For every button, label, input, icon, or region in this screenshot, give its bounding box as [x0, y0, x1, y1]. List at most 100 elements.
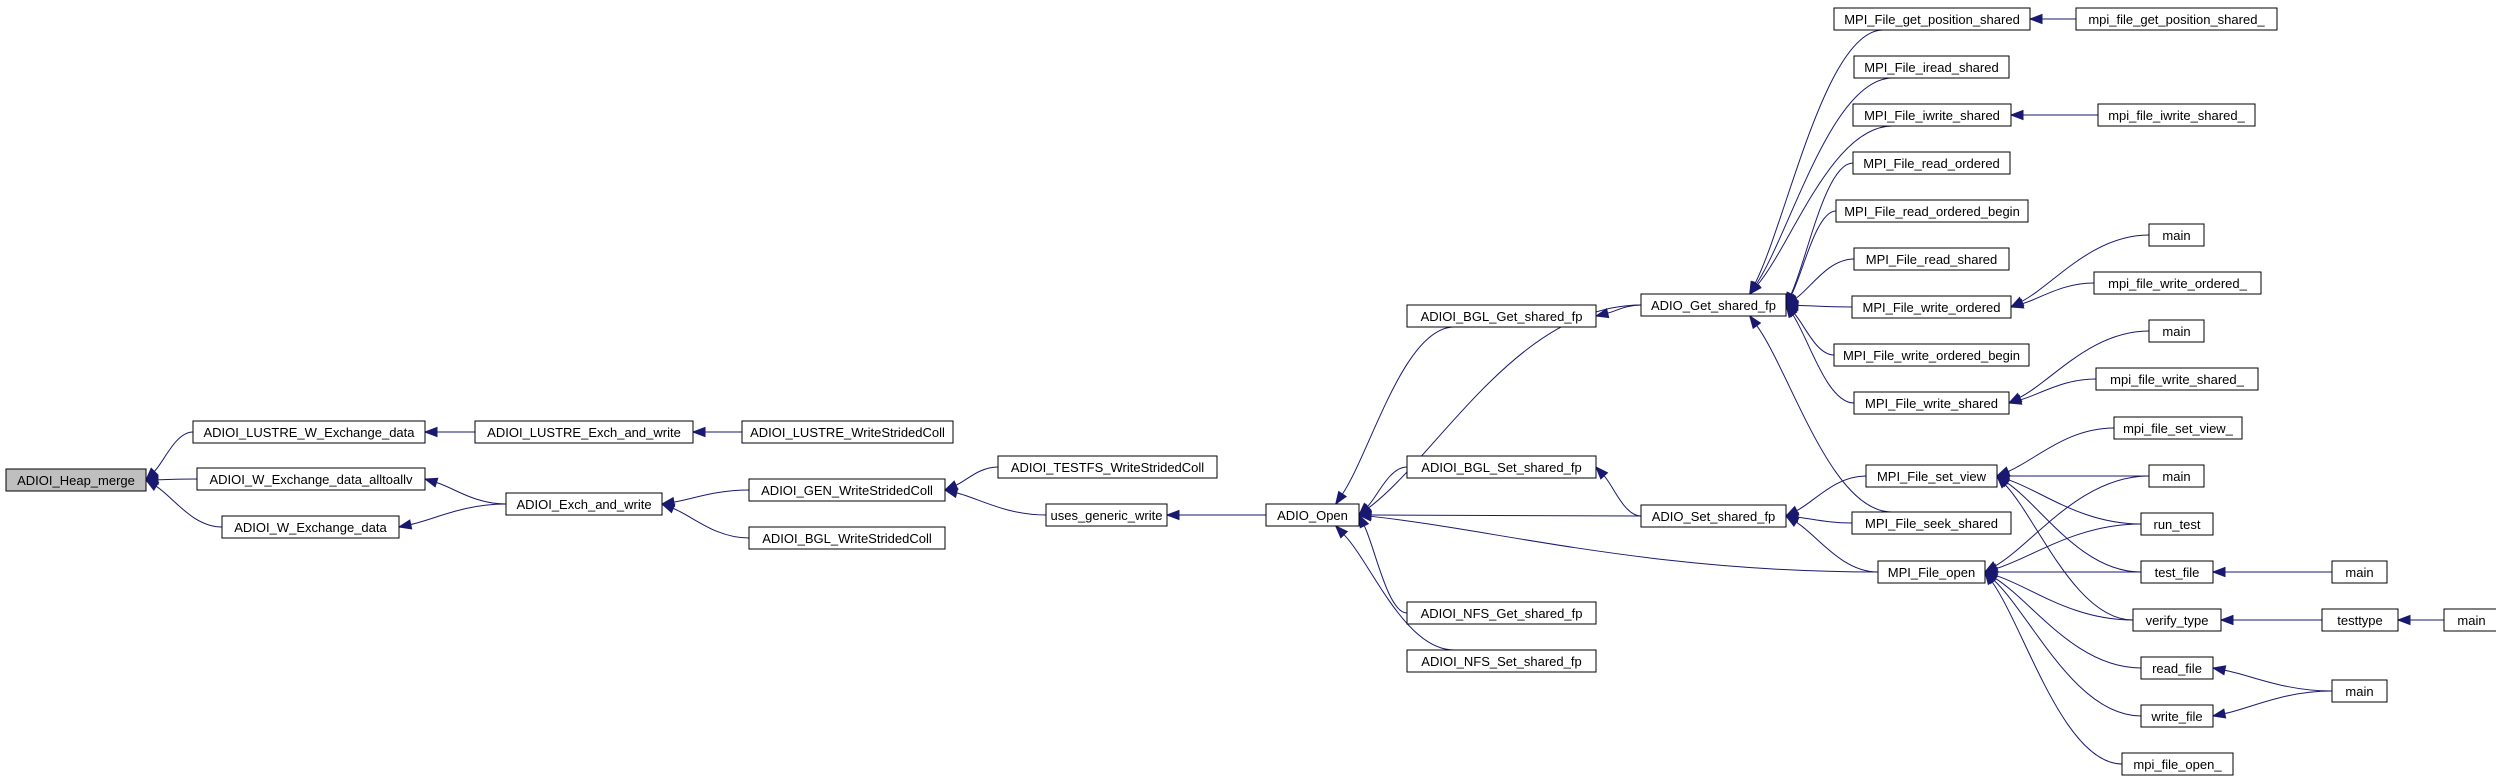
node-box[interactable] — [192, 420, 426, 444]
node-box[interactable] — [1851, 295, 2012, 319]
node-box[interactable] — [1851, 511, 2012, 535]
node-box[interactable] — [1640, 504, 1787, 528]
node-box[interactable] — [2331, 560, 2388, 584]
node-box[interactable] — [1833, 343, 2030, 367]
node-f-write-shared[interactable]: mpi_file_write_shared_ — [2095, 367, 2259, 391]
node-box[interactable] — [1406, 601, 1597, 625]
node-mpi-write-ordered[interactable]: MPI_File_write_ordered — [1851, 295, 2012, 319]
node-exch-and-write[interactable]: ADIOI_Exch_and_write — [505, 492, 663, 516]
node-box[interactable] — [2443, 608, 2496, 632]
node-box[interactable] — [1853, 247, 2010, 271]
node-uses-generic-write[interactable]: uses_generic_write — [1045, 503, 1168, 527]
node-read-file[interactable]: read_file — [2140, 656, 2214, 680]
node-box[interactable] — [196, 467, 426, 491]
node-bgl-write-strided[interactable]: ADIOI_BGL_WriteStridedColl — [748, 526, 946, 550]
node-w-exchange-alltoallv[interactable]: ADIOI_W_Exchange_data_alltoallv — [196, 467, 426, 491]
node-test-file[interactable]: test_file — [2140, 560, 2214, 584]
node-bgl-get-shared-fp[interactable]: ADIOI_BGL_Get_shared_fp — [1406, 304, 1597, 328]
node-verify-type[interactable]: verify_type — [2132, 608, 2222, 632]
node-box[interactable] — [748, 526, 946, 550]
node-box[interactable] — [2140, 656, 2214, 680]
node-lustre-w-exchange[interactable]: ADIOI_LUSTRE_W_Exchange_data — [192, 420, 426, 444]
node-box[interactable] — [741, 420, 954, 444]
node-gen-write-strided[interactable]: ADIOI_GEN_WriteStridedColl — [748, 478, 946, 502]
node-box[interactable] — [1852, 103, 2012, 127]
node-label: ADIOI_W_Exchange_data — [234, 520, 387, 535]
node-box[interactable] — [1865, 464, 1998, 488]
node-box[interactable] — [1406, 455, 1597, 479]
node-box[interactable] — [2148, 223, 2205, 247]
node-box[interactable] — [1833, 7, 2031, 31]
node-f-get-position-shared[interactable]: mpi_file_get_position_shared_ — [2075, 7, 2278, 31]
node-box[interactable] — [2148, 464, 2205, 488]
node-main-c[interactable]: main — [2148, 464, 2205, 488]
node-box[interactable] — [2331, 679, 2388, 703]
node-f-set-view[interactable]: mpi_file_set_view_ — [2113, 416, 2243, 440]
node-box[interactable] — [1835, 199, 2029, 223]
node-box[interactable] — [221, 515, 400, 539]
node-box[interactable] — [2113, 416, 2243, 440]
node-bgl-set-shared-fp[interactable]: ADIOI_BGL_Set_shared_fp — [1406, 455, 1597, 479]
node-box[interactable] — [1406, 304, 1597, 328]
node-w-exchange[interactable]: ADIOI_W_Exchange_data — [221, 515, 400, 539]
node-testtype[interactable]: testtype — [2321, 608, 2399, 632]
node-mpi-write-shared[interactable]: MPI_File_write_shared — [1853, 391, 2010, 415]
node-box[interactable] — [2121, 752, 2234, 776]
node-box[interactable] — [1853, 55, 2010, 79]
node-mpi-file-open[interactable]: MPI_File_open — [1877, 560, 1986, 584]
node-box[interactable] — [1877, 560, 1986, 584]
node-box[interactable] — [2140, 512, 2214, 536]
node-f-file-open[interactable]: mpi_file_open_ — [2121, 752, 2234, 776]
node-box[interactable] — [5, 468, 147, 492]
node-box[interactable] — [2148, 319, 2205, 343]
node-mpi-write-ordered-begin[interactable]: MPI_File_write_ordered_begin — [1833, 343, 2030, 367]
node-box[interactable] — [1406, 649, 1597, 673]
node-mpi-set-view[interactable]: MPI_File_set_view — [1865, 464, 1998, 488]
node-box[interactable] — [2140, 704, 2214, 728]
node-label: main — [2345, 684, 2373, 699]
node-mpi-read-shared[interactable]: MPI_File_read_shared — [1853, 247, 2010, 271]
node-mpi-read-ordered-begin[interactable]: MPI_File_read_ordered_begin — [1835, 199, 2029, 223]
node-f-iwrite-shared[interactable]: mpi_file_iwrite_shared_ — [2097, 103, 2256, 127]
node-lustre-exch-write[interactable]: ADIOI_LUSTRE_Exch_and_write — [474, 420, 694, 444]
node-box[interactable] — [2097, 103, 2256, 127]
node-adio-open[interactable]: ADIO_Open — [1265, 503, 1360, 527]
node-box[interactable] — [2140, 560, 2214, 584]
node-main-f[interactable]: main — [2331, 679, 2388, 703]
node-nfs-get-shared-fp[interactable]: ADIOI_NFS_Get_shared_fp — [1406, 601, 1597, 625]
node-box[interactable] — [1852, 151, 2011, 175]
node-box[interactable] — [1045, 503, 1168, 527]
node-box[interactable] — [474, 420, 694, 444]
node-main-d[interactable]: main — [2331, 560, 2388, 584]
edge-f_set_view-to-mpi_set_view — [2007, 427, 2115, 472]
node-main-b[interactable]: main — [2148, 319, 2205, 343]
node-box[interactable] — [997, 455, 1218, 479]
node-adio-set-shared-fp[interactable]: ADIO_Set_shared_fp — [1640, 504, 1787, 528]
node-mpi-seek-shared[interactable]: MPI_File_seek_shared — [1851, 511, 2012, 535]
node-box[interactable] — [2095, 367, 2259, 391]
node-main-e[interactable]: main — [2443, 608, 2496, 632]
node-box[interactable] — [1265, 503, 1360, 527]
node-heap-merge[interactable]: ADIOI_Heap_merge — [5, 468, 147, 492]
node-box[interactable] — [2321, 608, 2399, 632]
node-run-test[interactable]: run_test — [2140, 512, 2214, 536]
node-f-write-ordered[interactable]: mpi_file_write_ordered_ — [2093, 271, 2262, 295]
node-mpi-iwrite-shared[interactable]: MPI_File_iwrite_shared — [1852, 103, 2012, 127]
node-adio-get-shared-fp[interactable]: ADIO_Get_shared_fp — [1640, 293, 1787, 317]
node-testfs-write-strided[interactable]: ADIOI_TESTFS_WriteStridedColl — [997, 455, 1218, 479]
node-box[interactable] — [748, 478, 946, 502]
node-box[interactable] — [1853, 391, 2010, 415]
arrowhead-main_f-to-write_file — [2211, 708, 2227, 719]
node-box[interactable] — [505, 492, 663, 516]
node-main-a[interactable]: main — [2148, 223, 2205, 247]
node-box[interactable] — [2075, 7, 2278, 31]
node-box[interactable] — [2093, 271, 2262, 295]
node-lustre-write-strided[interactable]: ADIOI_LUSTRE_WriteStridedColl — [741, 420, 954, 444]
node-mpi-iread-shared[interactable]: MPI_File_iread_shared — [1853, 55, 2010, 79]
node-mpi-read-ordered[interactable]: MPI_File_read_ordered — [1852, 151, 2011, 175]
node-write-file[interactable]: write_file — [2140, 704, 2214, 728]
node-mpi-get-position-shared[interactable]: MPI_File_get_position_shared — [1833, 7, 2031, 31]
node-nfs-set-shared-fp[interactable]: ADIOI_NFS_Set_shared_fp — [1406, 649, 1597, 673]
node-box[interactable] — [2132, 608, 2222, 632]
node-box[interactable] — [1640, 293, 1787, 317]
